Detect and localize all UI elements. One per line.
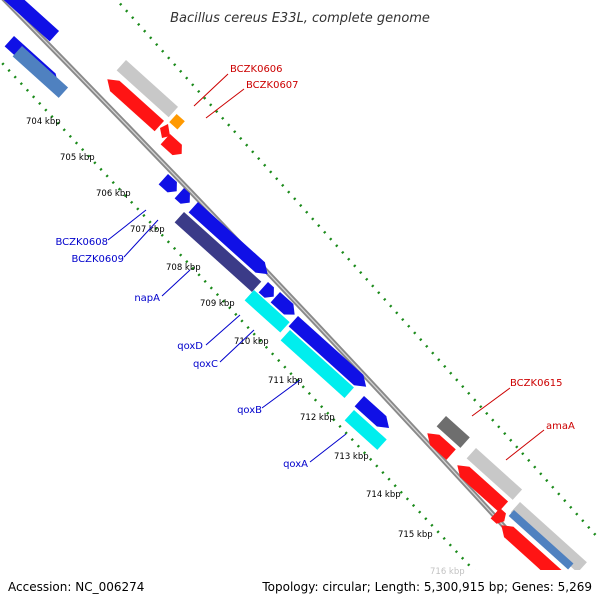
- gene-block[interactable]: [508, 510, 574, 570]
- leader-line: [193, 73, 229, 107]
- gene-label[interactable]: qoxB: [237, 405, 262, 416]
- gene-block[interactable]: [116, 60, 179, 118]
- leader-line: [205, 88, 245, 119]
- gene-arrow[interactable]: [160, 124, 170, 138]
- kbp-tick-label: 707 kbp: [130, 225, 165, 235]
- kbp-tick-label: 713 kbp: [334, 452, 369, 462]
- outer-dotted-ring: [115, 0, 600, 541]
- gene-block[interactable]: [244, 290, 290, 333]
- kbp-tick-label: 710 kbp: [234, 337, 269, 347]
- leader-line: [123, 219, 159, 258]
- gene-arrow[interactable]: [453, 460, 509, 512]
- gene-block[interactable]: [510, 502, 587, 573]
- gene-block[interactable]: [344, 410, 387, 450]
- leader-line: [219, 329, 255, 363]
- accession-text: Accession: NC_006274: [8, 580, 145, 594]
- gene-arrow[interactable]: [160, 134, 187, 159]
- gene-label[interactable]: BCZK0615: [510, 378, 563, 389]
- kbp-tick-label: 705 kbp: [60, 153, 95, 163]
- leader-line: [471, 387, 511, 417]
- kbp-tick-label: 708 kbp: [166, 263, 201, 273]
- gene-label[interactable]: qoxA: [283, 459, 308, 470]
- inner-dotted-ring: [0, 58, 476, 570]
- gene-label[interactable]: qoxC: [193, 359, 218, 370]
- leader-line: [107, 209, 147, 241]
- gene-block[interactable]: [12, 46, 69, 98]
- gene-arrow[interactable]: [490, 508, 509, 526]
- leader-line: [505, 429, 545, 461]
- gene-label[interactable]: BCZK0609: [71, 254, 124, 265]
- kbp-tick-label: 716 kbp: [430, 567, 465, 577]
- leader-line: [161, 269, 191, 297]
- gene-label[interactable]: qoxD: [177, 341, 203, 352]
- leader-line: [309, 433, 347, 463]
- gene-arrow[interactable]: [174, 188, 195, 208]
- kbp-tick-label: 706 kbp: [96, 189, 131, 199]
- gene-block[interactable]: [466, 448, 523, 500]
- kbp-tick-label: 709 kbp: [200, 299, 235, 309]
- kbp-tick-label: 711 kbp: [268, 376, 303, 386]
- gene-label[interactable]: napA: [134, 293, 160, 304]
- gene-block[interactable]: [169, 113, 185, 130]
- kbp-tick-label: 704 kbp: [26, 117, 61, 127]
- gene-arrow[interactable]: [288, 316, 371, 392]
- kbp-tick-label: 714 kbp: [366, 490, 401, 500]
- gene-label[interactable]: amaA: [546, 421, 575, 432]
- gene-block[interactable]: [436, 416, 470, 448]
- gene-label[interactable]: BCZK0607: [246, 80, 299, 91]
- gene-label[interactable]: BCZK0608: [55, 237, 108, 248]
- gene-arrow[interactable]: [497, 520, 573, 591]
- map-title: Bacillus cereus E33L, complete genome: [170, 11, 430, 26]
- leader-line: [261, 379, 301, 409]
- gene-arrow[interactable]: [354, 396, 394, 433]
- gene-label[interactable]: BCZK0606: [230, 64, 283, 75]
- gene-arrow[interactable]: [103, 74, 165, 132]
- gene-block[interactable]: [174, 212, 262, 292]
- gene-arrow[interactable]: [158, 174, 182, 196]
- gene-arrow[interactable]: [188, 202, 273, 279]
- gene-block[interactable]: [280, 330, 354, 398]
- leader-line: [205, 314, 241, 346]
- gene-arrow[interactable]: [270, 292, 300, 320]
- gene-arrow[interactable]: [423, 428, 456, 460]
- gene-arrow[interactable]: [258, 282, 279, 302]
- gene-block[interactable]: [0, 0, 60, 42]
- genome-stats-text: Topology: circular; Length: 5,300,915 bp…: [262, 580, 592, 594]
- kbp-tick-label: 715 kbp: [398, 530, 433, 540]
- kbp-tick-label: 712 kbp: [300, 413, 335, 423]
